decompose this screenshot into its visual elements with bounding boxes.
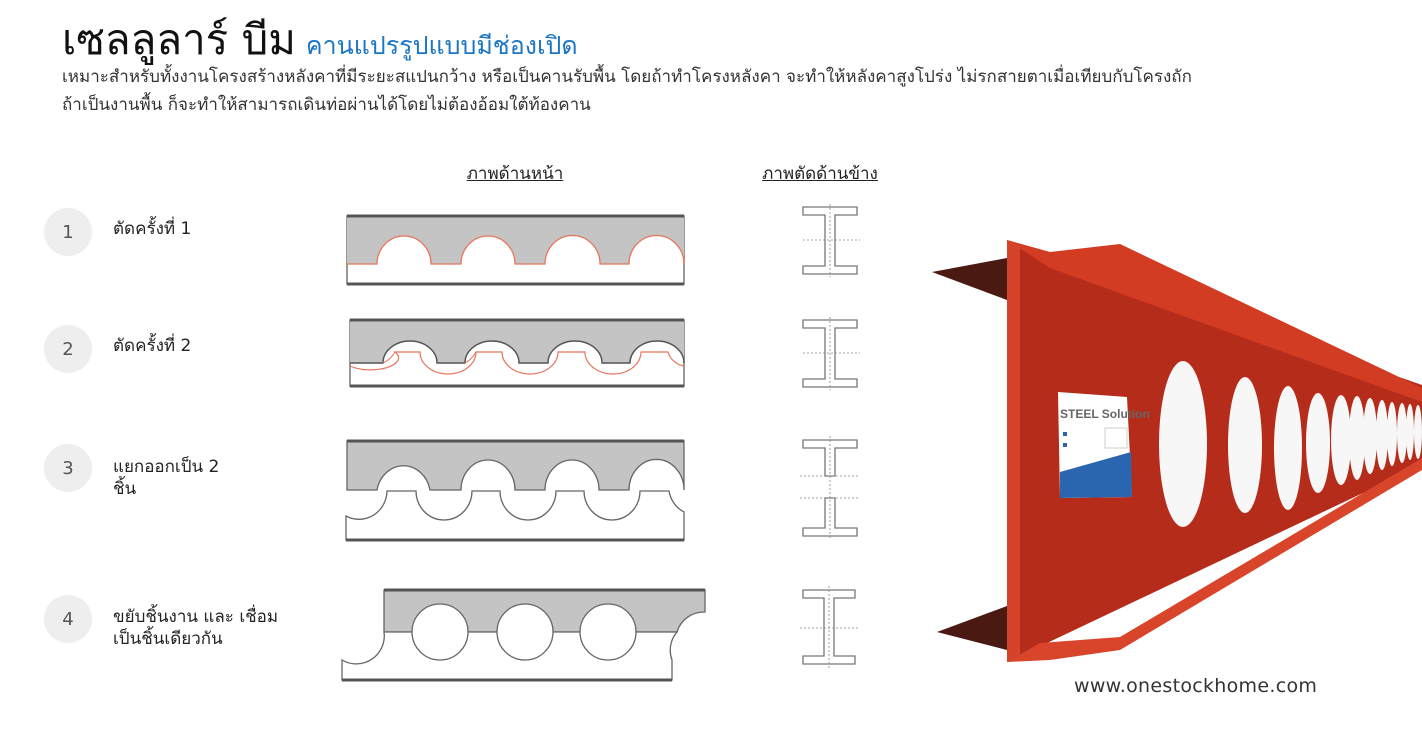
step-label-2: ตัดครั้งที่ 2 xyxy=(113,336,192,356)
page-title: เซลลูลาร์ บีม คานแปรรูปแบบมีช่องเปิด xyxy=(62,14,578,72)
section-step-3 xyxy=(800,436,860,540)
front-view-step-4 xyxy=(341,588,706,682)
step-number-2: 2 xyxy=(44,325,92,373)
step-number-4: 4 xyxy=(44,595,92,643)
description-line-1: เหมาะสำหรับทั้งงานโครงสร้างหลังคาที่มีระ… xyxy=(62,67,1192,87)
section-step-4 xyxy=(800,586,858,668)
description-line-2: ถ้าเป็นงานพื้น ก็จะทำให้สามารถเดินท่อผ่า… xyxy=(62,95,591,115)
cellular-beam-photo: STEEL Solution xyxy=(932,240,1422,662)
front-view-step-1 xyxy=(346,214,685,286)
front-view-step-3 xyxy=(345,439,685,542)
subtitle: คานแปรรูปแบบมีช่องเปิด xyxy=(305,31,578,60)
website-url: www.onestockhome.com xyxy=(1074,675,1318,697)
column-header-front-view: ภาพด้านหน้า xyxy=(466,164,564,184)
section-step-2 xyxy=(802,316,861,391)
column-header-side-section: ภาพตัดด้านข้าง xyxy=(762,164,878,184)
step-label-1: ตัดครั้งที่ 1 xyxy=(113,219,192,239)
title-main: เซลลูลาร์ บีม xyxy=(62,15,296,64)
step-label-4: ขยับชิ้นงาน และ เชื่อมเป็นชิ้นเดียวกัน xyxy=(113,607,279,649)
steel-solution-label-card: STEEL Solution xyxy=(1058,392,1150,498)
front-view-step-2 xyxy=(349,318,685,388)
step-number-1: 1 xyxy=(44,208,92,256)
step-label-3: แยกออกเป็น 2 ชิ้น xyxy=(113,457,220,499)
label-brand: STEEL Solution xyxy=(1060,407,1150,421)
step-number-3: 3 xyxy=(44,444,92,492)
section-step-1 xyxy=(802,203,861,278)
